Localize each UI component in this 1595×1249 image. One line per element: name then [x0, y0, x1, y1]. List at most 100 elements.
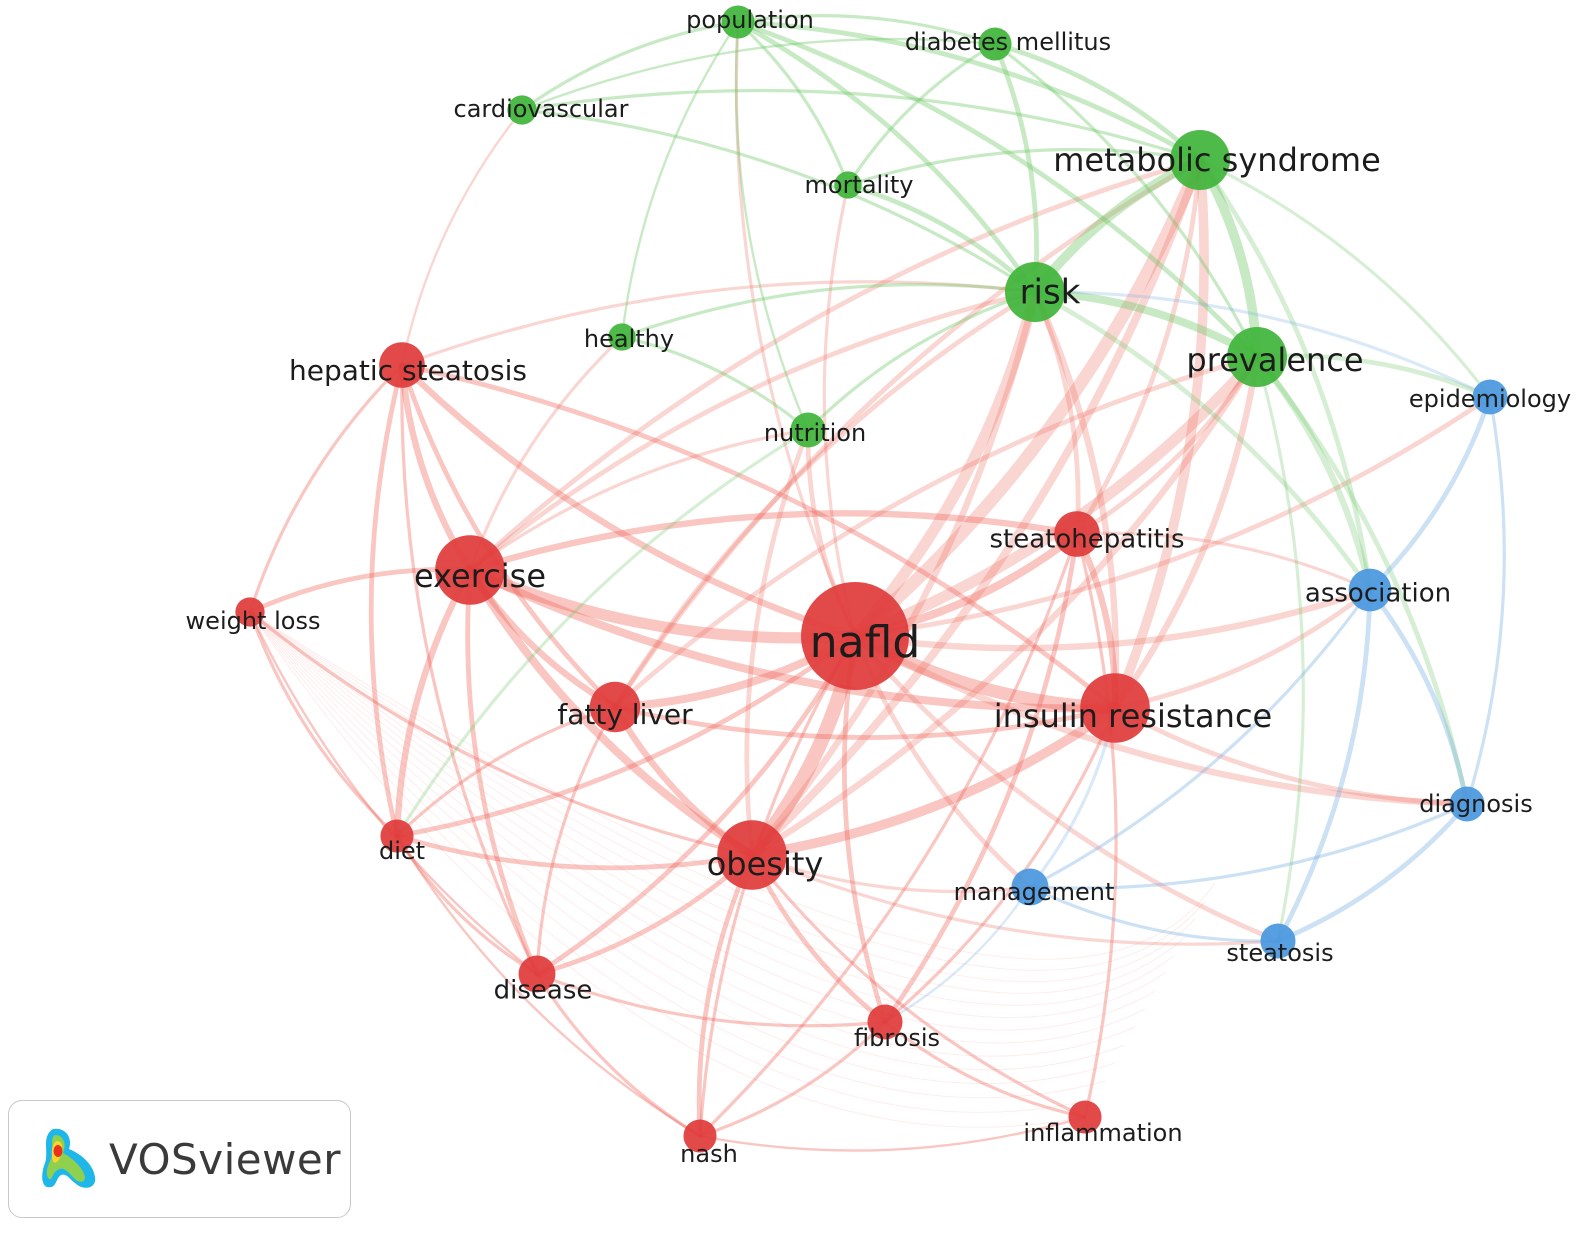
- link-steatohepatitis-nash: [698, 532, 1079, 1138]
- link-obesity-diet: [394, 833, 755, 871]
- link-steatohepatitis-risk: [1032, 289, 1081, 537]
- node-inflammation[interactable]: [1068, 1100, 1102, 1134]
- link-steatohepatitis-association: [1075, 531, 1372, 592]
- link-fatty-liver-metabolic-syndrome: [612, 157, 1203, 710]
- link-association-management: [1028, 588, 1372, 889]
- link-nafld-association: [851, 586, 1374, 652]
- label-hepatic-steatosis: hepatic steatosis: [289, 354, 527, 387]
- link-steatohepatitis-fibrosis: [882, 531, 1080, 1025]
- link-metabolic-syndrome-diabetes-mellitus: [992, 41, 1203, 163]
- background-link: [249, 611, 1126, 1071]
- label-management: management: [954, 878, 1115, 906]
- link-risk-cardiovascular: [520, 108, 1037, 294]
- label-weight-loss: weight loss: [186, 607, 321, 635]
- link-exercise-nutrition: [468, 428, 810, 572]
- link-insulin-resistance-association: [1112, 587, 1373, 711]
- label-exercise: exercise: [414, 557, 546, 595]
- link-exercise-diet: [393, 566, 474, 840]
- link-obesity-nash: [696, 852, 755, 1139]
- node-cardiovascular[interactable]: [507, 95, 537, 125]
- background-link: [249, 611, 1196, 983]
- link-weight-loss-obesity: [248, 610, 754, 857]
- node-insulin-resistance[interactable]: [1080, 673, 1150, 743]
- node-weight-loss[interactable]: [235, 597, 265, 627]
- link-population-diabetes-mellitus: [736, 14, 997, 46]
- link-exercise-steatohepatitis: [466, 510, 1081, 574]
- node-prevalence[interactable]: [1227, 327, 1287, 387]
- label-nash: nash: [680, 1140, 738, 1168]
- label-fibrosis: fibrosis: [854, 1024, 940, 1052]
- link-disease-diet: [395, 834, 539, 976]
- node-nash[interactable]: [683, 1119, 717, 1153]
- background-link: [249, 611, 1186, 994]
- node-diabetes-mellitus[interactable]: [978, 27, 1012, 61]
- link-fibrosis-nash: [698, 1020, 887, 1138]
- link-association-epidemiology: [1367, 394, 1493, 593]
- node-fatty-liver[interactable]: [589, 681, 641, 733]
- node-epidemiology[interactable]: [1472, 379, 1508, 415]
- node-mortality[interactable]: [834, 171, 862, 199]
- link-diabetes-mellitus-mortality: [846, 42, 997, 187]
- node-disease[interactable]: [518, 955, 556, 993]
- node-association[interactable]: [1348, 568, 1392, 612]
- label-metabolic-syndrome: metabolic syndrome: [1053, 141, 1381, 179]
- node-population[interactable]: [721, 5, 755, 39]
- background-link: [249, 611, 1106, 1099]
- vosviewer-logo-icon: [42, 1128, 96, 1188]
- label-healthy: healthy: [584, 325, 674, 353]
- node-diagnosis[interactable]: [1449, 786, 1485, 822]
- link-risk-healthy: [620, 283, 1037, 339]
- node-management[interactable]: [1011, 868, 1049, 906]
- link-diagnosis-epidemiology: [1465, 395, 1506, 806]
- background-link: [249, 611, 1206, 971]
- label-obesity: obesity: [707, 845, 824, 883]
- link-obesity-inflammation: [750, 853, 1087, 1119]
- link-hepatic-steatosis-disease: [400, 363, 539, 976]
- link-nafld-diet: [394, 633, 858, 839]
- node-nutrition[interactable]: [790, 412, 826, 448]
- node-steatohepatitis[interactable]: [1054, 511, 1100, 557]
- link-insulin-resistance-diagnosis: [1112, 705, 1470, 807]
- node-exercise[interactable]: [435, 535, 505, 605]
- node-steatosis[interactable]: [1260, 923, 1296, 959]
- node-obesity[interactable]: [717, 820, 787, 890]
- link-fibrosis-inflammation: [883, 1020, 1087, 1119]
- link-prevalence-diagnosis: [1254, 354, 1470, 807]
- link-insulin-resistance-fatty-liver: [612, 704, 1118, 740]
- node-healthy[interactable]: [608, 323, 636, 351]
- label-steatosis: steatosis: [1226, 939, 1333, 967]
- node-hepatic-steatosis[interactable]: [379, 342, 425, 388]
- link-prevalence-steatosis: [1255, 355, 1305, 943]
- node-nafld[interactable]: [801, 582, 909, 690]
- link-exercise-risk: [467, 289, 1038, 573]
- label-diagnosis: diagnosis: [1419, 790, 1532, 818]
- link-prevalence-epidemiology: [1254, 353, 1493, 400]
- node-diet[interactable]: [380, 819, 414, 853]
- link-metabolic-syndrome-epidemiology: [1198, 158, 1492, 399]
- background-link: [249, 611, 1166, 1018]
- link-diet-nash: [395, 834, 702, 1138]
- label-association: association: [1305, 579, 1451, 609]
- link-exercise-disease: [465, 567, 540, 977]
- link-population-cardiovascular: [520, 20, 740, 112]
- link-nutrition-healthy: [620, 335, 810, 432]
- node-risk[interactable]: [1005, 262, 1065, 322]
- label-disease: disease: [494, 976, 593, 1006]
- link-fatty-liver-disease: [535, 705, 617, 976]
- link-risk-population: [735, 19, 1038, 295]
- link-nash-inflammation: [698, 1115, 1087, 1152]
- link-nutrition-population: [734, 20, 810, 432]
- label-fatty-liver: fatty liver: [557, 698, 693, 731]
- node-fibrosis[interactable]: [867, 1004, 903, 1040]
- link-hepatic-steatosis-weight-loss: [248, 363, 404, 614]
- link-metabolic-syndrome-mortality: [846, 147, 1202, 187]
- node-layer: [235, 5, 1508, 1153]
- link-insulin-resistance-prevalence: [1111, 353, 1261, 712]
- link-diagnosis-steatosis: [1275, 801, 1470, 944]
- link-association-steatosis: [1275, 587, 1373, 944]
- node-metabolic-syndrome[interactable]: [1170, 130, 1230, 190]
- link-metabolic-syndrome-cardiovascular: [520, 88, 1202, 162]
- link-fatty-liver-diet: [395, 705, 617, 838]
- link-risk-nutrition: [806, 290, 1037, 432]
- link-obesity-management: [750, 853, 1032, 894]
